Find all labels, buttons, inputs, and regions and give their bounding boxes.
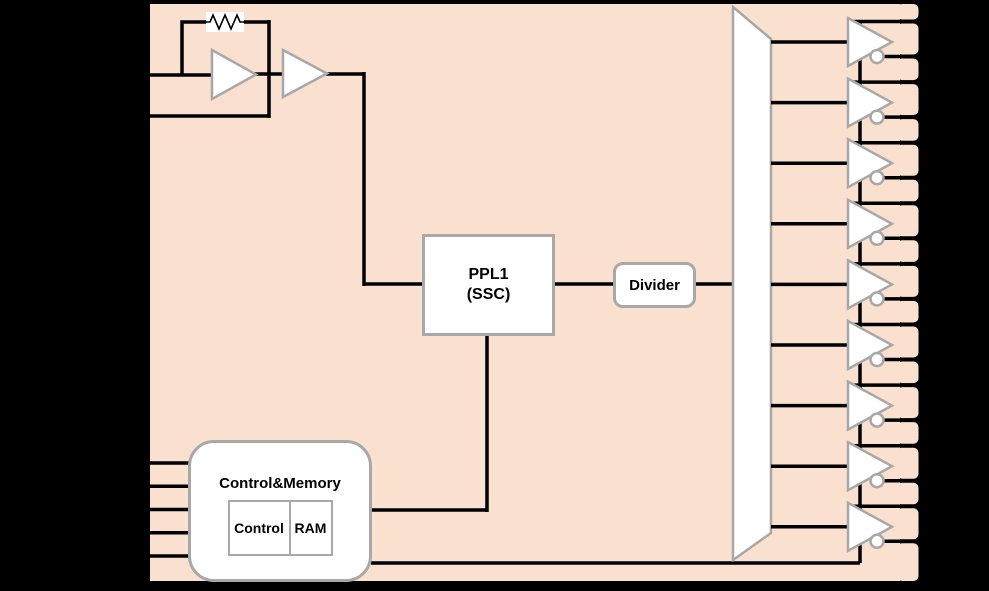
- pll-label-line2: (SSC): [466, 286, 511, 303]
- control-memory-title: Control&Memory: [219, 475, 341, 492]
- pin-tab: [897, 58, 919, 81]
- inverter-bubble-icon: [869, 230, 885, 247]
- pin-tab: [897, 543, 919, 581]
- feedback-wire: [180, 20, 206, 75]
- resistor-body: [206, 12, 244, 32]
- pll-label-line1: PPL1: [468, 266, 509, 283]
- pin-tab: [897, 4, 919, 20]
- divider-label: Divider: [629, 276, 680, 294]
- pin-tab: [897, 240, 919, 262]
- pin-tab: [897, 179, 919, 202]
- amplifier-triangle-icon: [281, 47, 330, 100]
- control-sub-block: Control: [229, 502, 291, 554]
- pin-tab: [897, 84, 919, 116]
- inverter-bubble-icon: [869, 109, 885, 125]
- pin-tab: [897, 482, 919, 505]
- resistor-icon: [206, 12, 244, 32]
- pin-tab: [897, 361, 919, 384]
- inverter-bubble-icon: [869, 472, 885, 489]
- ram-sub-block: RAM: [290, 502, 331, 554]
- pin-tab: [897, 205, 919, 237]
- pin-tab: [897, 422, 919, 444]
- pin-tab: [897, 447, 919, 479]
- chip-left-border: [146, 0, 150, 585]
- pin-tab: [897, 23, 919, 55]
- pin-tab: [897, 387, 919, 419]
- pin-tab: [897, 119, 919, 141]
- divider-block: Divider: [613, 262, 696, 308]
- inverter-bubble-icon: [869, 533, 885, 550]
- pll-block: PPL1 (SSC): [422, 234, 555, 336]
- control-memory-inner-boxes: Control RAM: [227, 500, 333, 556]
- pin-tab: [897, 300, 919, 323]
- control-memory-block: Control&Memory Control RAM: [188, 440, 372, 582]
- pin-tab: [897, 265, 919, 297]
- inverter-bubble-icon: [869, 169, 885, 186]
- chip-bottom-border: [146, 581, 918, 586]
- inverter-bubble-icon: [869, 412, 885, 428]
- pin-tab: [897, 326, 919, 358]
- mux-shape: [731, 4, 773, 563]
- inverter-bubble-icon: [869, 351, 885, 368]
- chip-top-border: [146, 0, 918, 4]
- inverter-bubble-icon: [869, 291, 885, 307]
- pin-tab: [897, 508, 919, 540]
- pin-tab: [897, 144, 919, 176]
- amplifier-triangle-icon: [210, 47, 259, 102]
- inverter-bubble-icon: [869, 48, 885, 65]
